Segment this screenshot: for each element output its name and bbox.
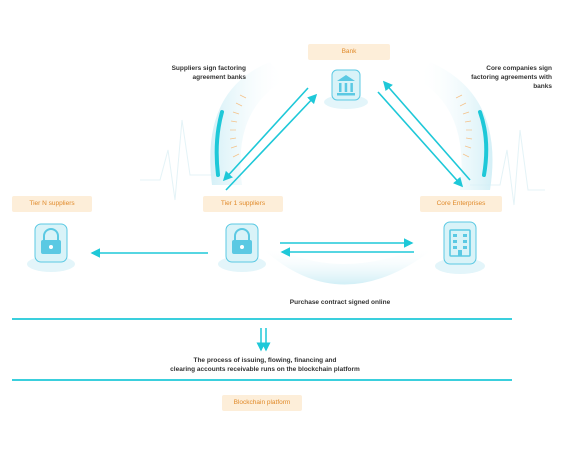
caption-process-line-2: clearing accounts receivable runs on the… <box>170 366 360 373</box>
caption-process-line-1: The process of issuing, flowing, financi… <box>193 357 337 364</box>
blockchain-platform-label: Blockchain platform <box>222 395 302 411</box>
arrow-bank-to-core <box>377 91 464 188</box>
tier-n-lock-box-icon <box>25 220 77 279</box>
bottom-fan-shape <box>262 248 432 285</box>
right-fan-shape <box>418 62 493 190</box>
caption-core-sign: Core companies sign factoring agreements… <box>471 65 552 90</box>
bg-wave-right <box>470 129 545 206</box>
arrow-bank-to-tier1 <box>222 87 309 182</box>
node-label-tier-1: Tier 1 suppliers <box>203 196 283 212</box>
caption-purchase-contract: Purchase contract signed online <box>289 299 391 306</box>
arrow-tier1-to-bank <box>225 93 318 191</box>
right-fan-ticks <box>455 94 473 158</box>
tier-1-lock-box-icon <box>216 220 268 279</box>
left-arc-accent <box>214 110 224 177</box>
left-fan-ticks <box>229 94 247 158</box>
node-label-tier-n: Tier N suppliers <box>12 196 92 212</box>
right-arc-accent <box>478 110 489 177</box>
arrow-core-to-bank <box>382 80 471 181</box>
left-fan-shape <box>210 62 285 185</box>
bank-building-icon <box>322 66 370 115</box>
core-enterprise-building-icon <box>432 218 488 281</box>
node-label-core: Core Enterprises <box>420 196 502 212</box>
caption-suppliers-sign: Suppliers sign factoring agreement banks <box>171 65 246 81</box>
node-label-bank: Bank <box>308 44 390 60</box>
bg-wave-left <box>140 119 215 201</box>
